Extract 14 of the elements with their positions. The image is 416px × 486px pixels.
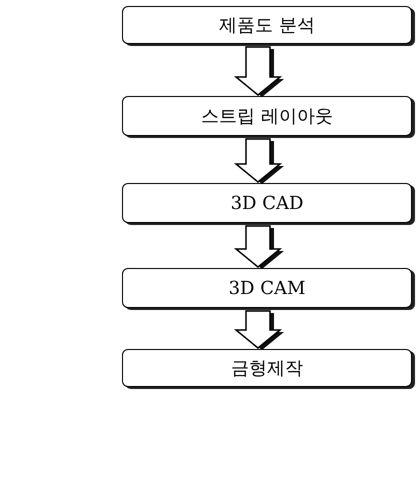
- process-box: [122, 183, 412, 223]
- process-box: [122, 349, 412, 387]
- block-arrow: [234, 310, 284, 350]
- process-box: [122, 268, 412, 308]
- process-box: [122, 96, 412, 136]
- step-label: 스트립 레이아웃: [201, 104, 333, 128]
- block-arrow: [234, 225, 284, 269]
- block-arrow: [234, 138, 284, 184]
- block-arrow: [234, 46, 284, 97]
- process-box: [122, 6, 412, 44]
- step-label: 금형제작: [231, 356, 303, 380]
- step-label: 3D CAD: [230, 192, 304, 216]
- step-label: 3D CAM: [228, 276, 306, 300]
- step-label: 제품도 분석: [219, 14, 315, 38]
